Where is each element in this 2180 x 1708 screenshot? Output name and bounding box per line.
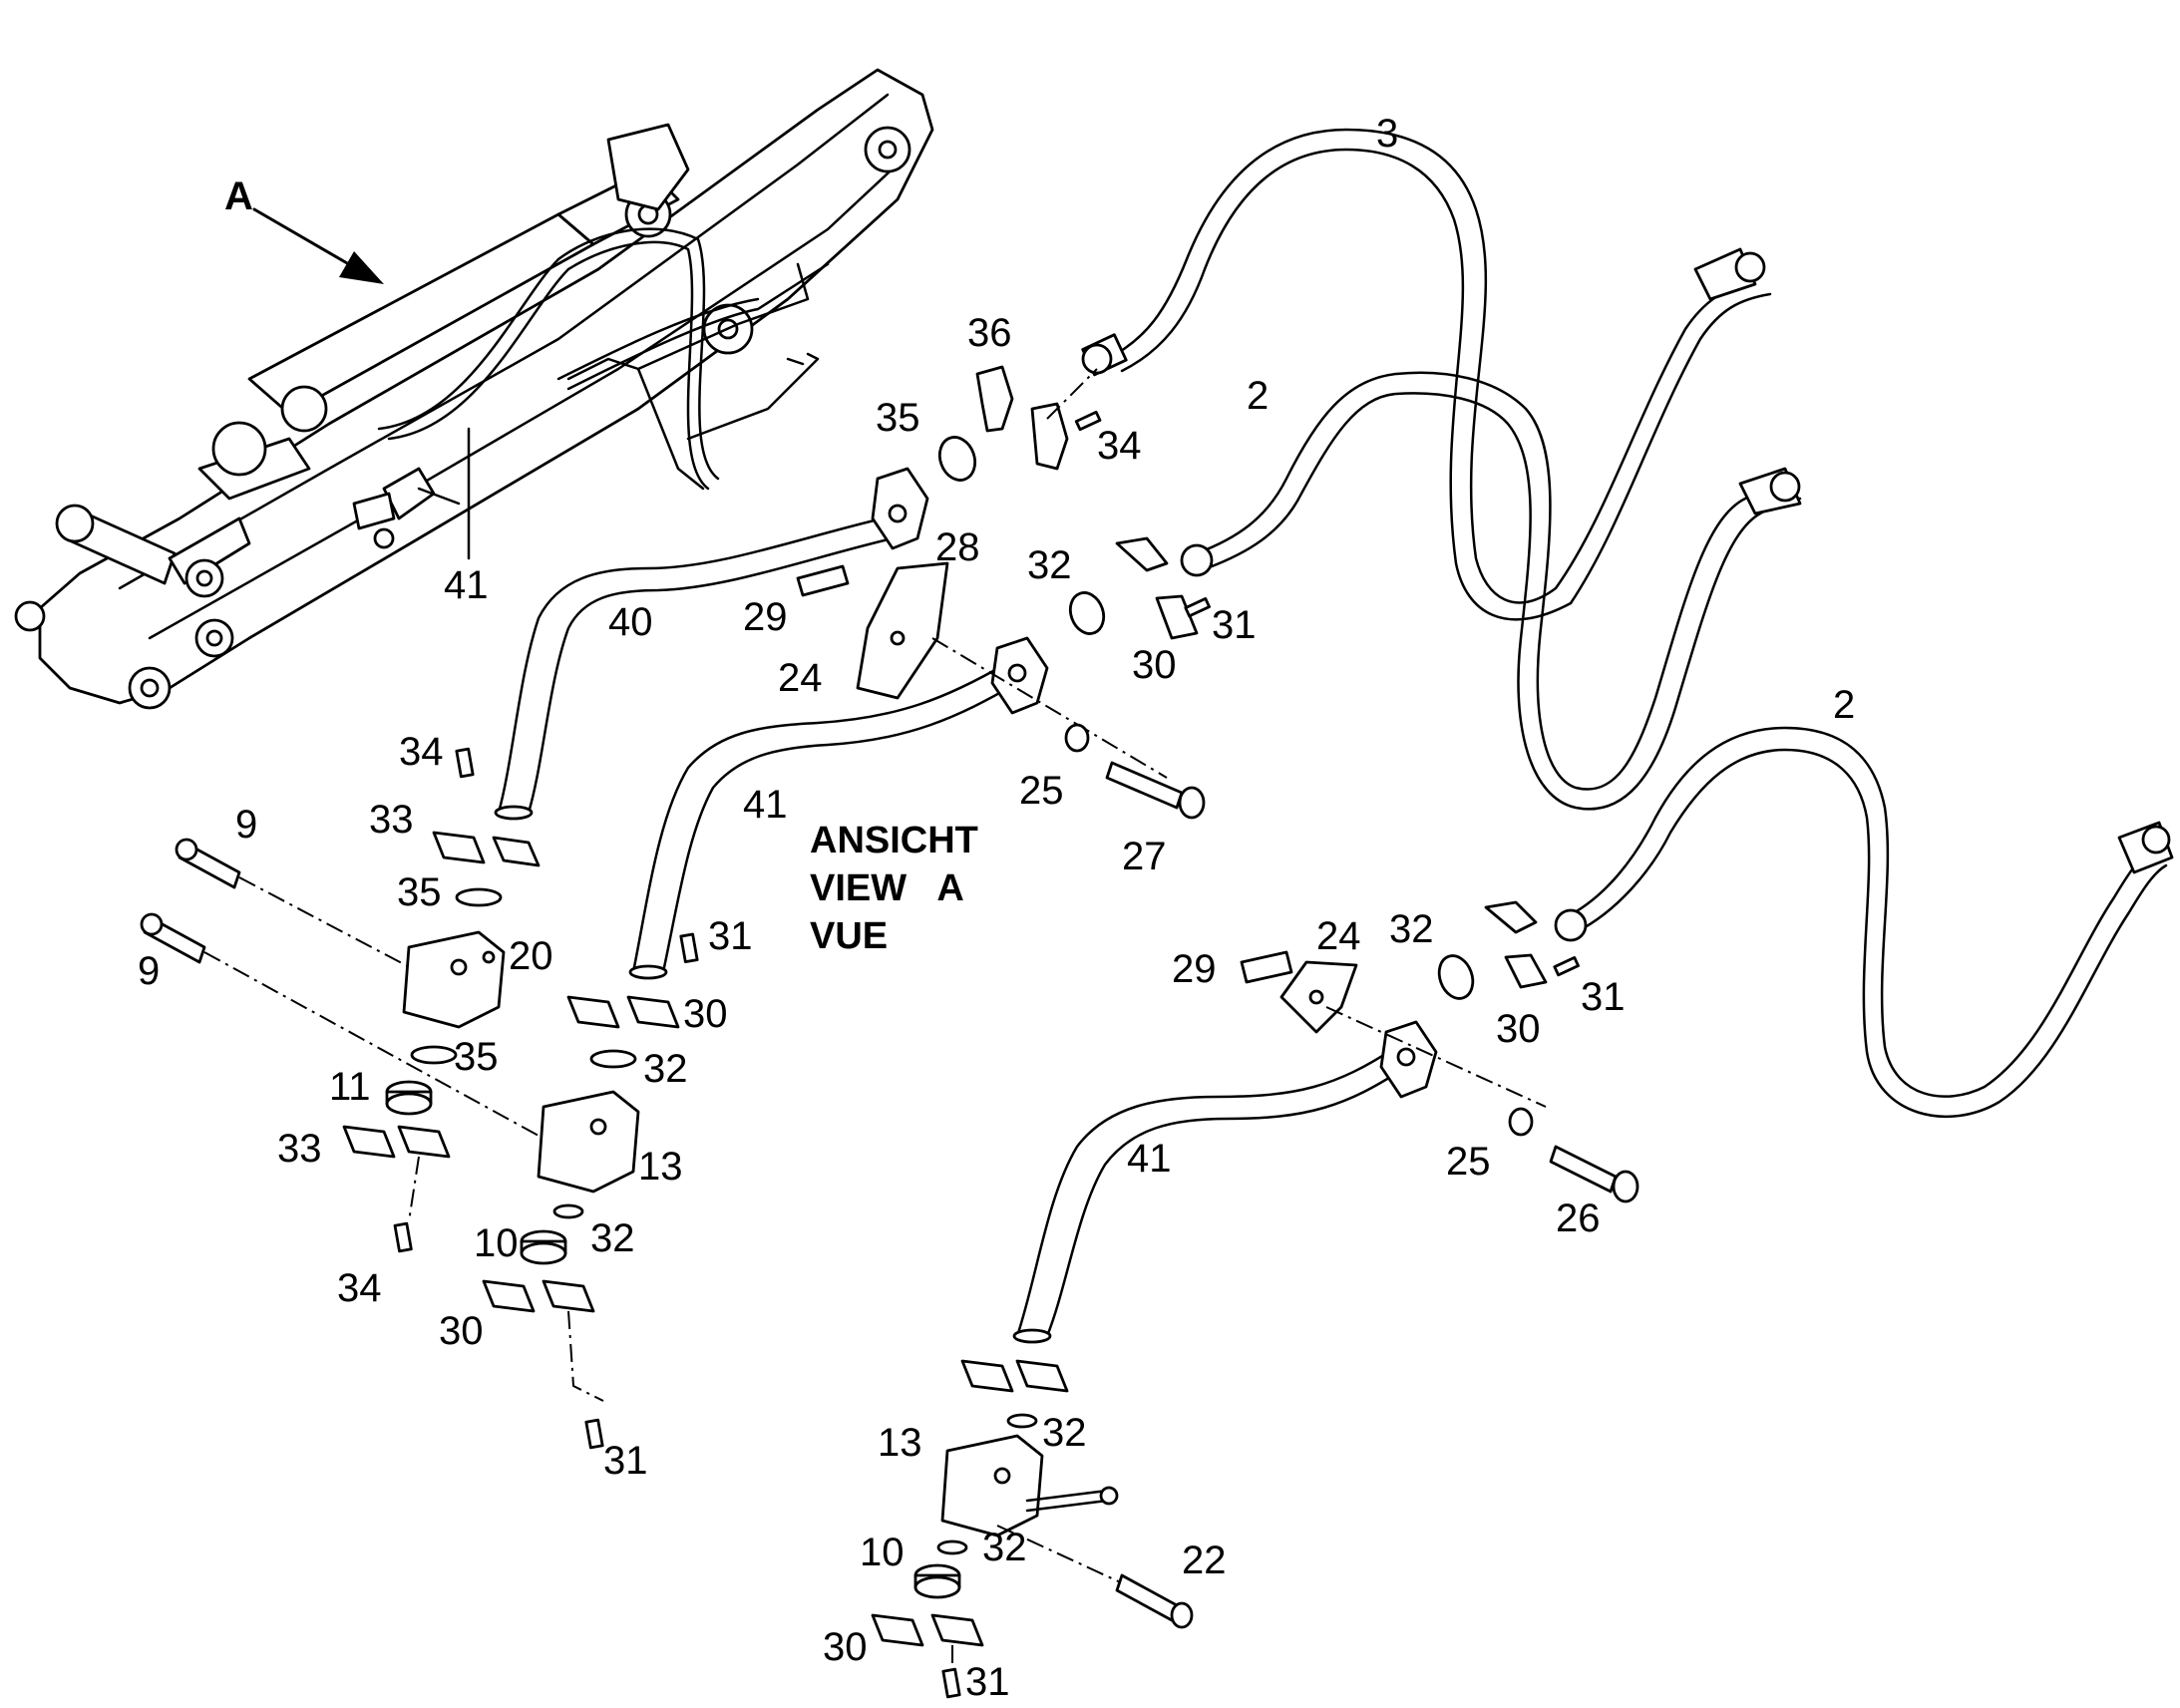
callout: 9 <box>138 949 160 993</box>
callout: 41 <box>1127 1137 1172 1181</box>
callout-numbers: 3 36 35 34 2 41 40 28 29 24 32 31 30 2 4… <box>138 112 1855 1704</box>
view-a-label: ANSICHT VIEW A VUE <box>810 820 978 957</box>
callout: 35 <box>454 1035 499 1079</box>
callout: 9 <box>235 803 257 847</box>
view-label-line1: ANSICHT <box>810 820 978 861</box>
callout: 26 <box>1556 1196 1601 1240</box>
callout: 30 <box>1132 643 1177 687</box>
view-label-line2: VIEW A <box>810 867 964 909</box>
callout: 11 <box>329 1065 371 1109</box>
fitting-stack-middle <box>566 932 699 1069</box>
view-label-line3: VUE <box>810 915 888 957</box>
callout: 13 <box>878 1421 922 1465</box>
hose-3 <box>1081 128 1772 621</box>
callout: 29 <box>743 595 788 639</box>
callout: 31 <box>965 1660 1010 1704</box>
callout: 33 <box>369 798 414 842</box>
boom-assembly-illustration <box>14 68 934 710</box>
callout: 41 <box>743 783 788 827</box>
callout: 32 <box>1389 907 1434 951</box>
callout: 40 <box>608 600 653 644</box>
callout: 28 <box>935 525 980 569</box>
tube-41-lower <box>1012 1020 1438 1344</box>
callout: 13 <box>638 1145 683 1189</box>
callout: 25 <box>1446 1140 1491 1184</box>
fitting-stack-left <box>140 747 640 1450</box>
fitting-stack-bottom <box>871 1359 1194 1699</box>
view-arrow-label: A <box>224 174 253 218</box>
clamp-parts-right <box>1240 900 1639 1203</box>
callout: 36 <box>967 311 1012 355</box>
tube-41-middle <box>628 636 1049 980</box>
callout: 32 <box>982 1526 1027 1569</box>
callout: 24 <box>1316 914 1361 958</box>
callout: 2 <box>1247 374 1269 418</box>
callout: 10 <box>860 1531 905 1574</box>
callout: 35 <box>397 870 442 914</box>
callout: 2 <box>1833 683 1855 727</box>
callout: 27 <box>1122 835 1167 878</box>
callout: 22 <box>1182 1538 1227 1582</box>
callout: 32 <box>590 1216 635 1260</box>
hose-2-middle <box>1180 371 1802 811</box>
callout: 31 <box>603 1439 648 1483</box>
callout: 41 <box>444 563 489 607</box>
callout: 25 <box>1019 769 1064 813</box>
hose-2-lower <box>1554 726 2174 1119</box>
callout: 10 <box>474 1221 519 1265</box>
clamp-parts-upper <box>796 365 1211 820</box>
callout: 31 <box>1212 603 1257 647</box>
callout: 33 <box>277 1127 322 1171</box>
callout: 31 <box>1581 975 1626 1019</box>
callout: 3 <box>1376 112 1398 156</box>
callout: 35 <box>876 396 920 440</box>
tube-40 <box>494 467 929 821</box>
callout: 32 <box>1042 1411 1087 1455</box>
callout: 31 <box>708 914 753 958</box>
callout: 24 <box>778 656 823 700</box>
callout: 34 <box>399 730 444 774</box>
callout: 20 <box>509 934 553 978</box>
callout: 34 <box>1097 424 1142 468</box>
callout: 32 <box>1027 543 1072 587</box>
callout: 29 <box>1172 947 1217 991</box>
callout: 30 <box>683 992 728 1036</box>
callout: 34 <box>337 1266 382 1310</box>
callout: 30 <box>1496 1007 1541 1051</box>
callout: 32 <box>643 1047 688 1091</box>
callout: 30 <box>823 1625 868 1669</box>
callout: 30 <box>439 1309 484 1353</box>
